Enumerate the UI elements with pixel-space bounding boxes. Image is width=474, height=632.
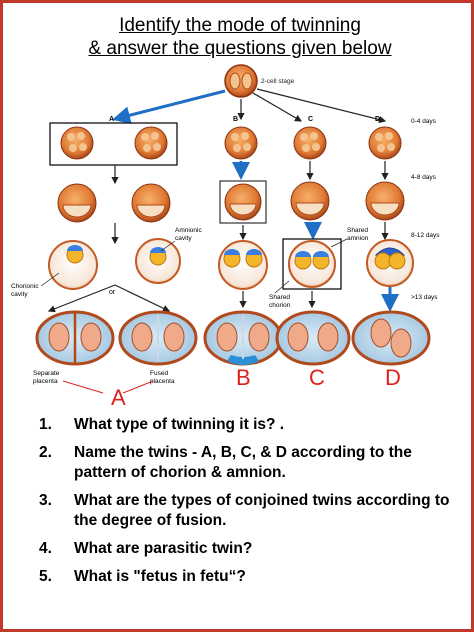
arrow-to-c — [252, 92, 303, 122]
title-line-1: Identify the mode of twinning — [119, 15, 361, 36]
question-item: 5. What is "fetus in fetu“? — [39, 567, 459, 587]
sac-b — [218, 240, 268, 290]
box-blastocyst-b — [219, 180, 267, 224]
leader-red-right — [122, 380, 154, 394]
womb-b — [203, 310, 283, 366]
morula-c — [293, 126, 327, 160]
box-pathway-a-separation — [49, 122, 178, 166]
question-number: 2. — [39, 444, 52, 461]
question-number: 5. — [39, 568, 52, 585]
path-letter-c: C — [308, 116, 313, 123]
big-letter-d: D — [385, 365, 401, 390]
label-fused-2: placenta — [150, 378, 175, 385]
question-item: 4. What are parasitic twin? — [39, 539, 459, 559]
leader-red-left — [62, 380, 104, 394]
womb-a-fused — [118, 310, 198, 366]
leader-shared-amnion — [330, 238, 348, 248]
path-letter-d: D — [375, 116, 380, 123]
label-shared-amnion-1: Shared — [347, 227, 368, 234]
label-4-8-days: 4-8 days — [411, 174, 437, 181]
question-text: Name the twins - A, B, C, & D according … — [74, 444, 412, 481]
label-0-4-days: 0-4 days — [411, 118, 437, 125]
blastocyst-a-right — [131, 183, 171, 223]
label-fused-1: Fused — [150, 370, 168, 377]
arrow-or-left — [47, 284, 116, 313]
blastocyst-d — [365, 181, 405, 221]
label-shared-chorion-1: Shared — [269, 294, 290, 301]
path-letter-b: B — [233, 116, 238, 123]
label-separate-1: Separate — [33, 370, 60, 377]
blastocyst-a-left — [57, 183, 97, 223]
label-amnionic-2: cavity — [175, 235, 192, 242]
question-item: 1. What type of twinning it is? . — [39, 415, 459, 435]
question-text: What are parasitic twin? — [74, 540, 253, 557]
blastocyst-b — [224, 183, 262, 221]
question-number: 3. — [39, 492, 52, 509]
label-chorionic-1: Chorionic — [11, 283, 39, 290]
question-item: 3. What are the types of conjoined twins… — [39, 491, 459, 531]
title-line-2: & answer the questions given below — [88, 38, 392, 59]
womb-c — [275, 310, 351, 366]
arrow-or-right — [114, 284, 171, 312]
box-sac-c — [282, 238, 342, 290]
twinning-diagram: 2-cell stage A B C D 0-4 days 4-8 days 8… — [11, 64, 440, 410]
morula-a-right — [134, 126, 168, 160]
label-13-days: >13 days — [411, 294, 438, 301]
sac-a-left — [48, 240, 98, 290]
big-letter-b: B — [236, 365, 251, 390]
label-2-cell-stage: 2-cell stage — [261, 78, 295, 85]
arrow-to-a — [112, 89, 226, 125]
question-number: 1. — [39, 416, 52, 433]
morula-a-left — [60, 126, 94, 160]
question-text: What is "fetus in fetu“? — [74, 568, 246, 585]
label-shared-chorion-2: chorion — [269, 302, 291, 309]
sac-c — [288, 240, 336, 288]
question-number: 4. — [39, 540, 52, 557]
question-text: What type of twinning it is? . — [74, 416, 285, 433]
leader-chorionic — [40, 272, 60, 287]
label-or: or — [109, 289, 116, 296]
morula-d — [368, 126, 402, 160]
label-amnionic-1: Amnionic — [175, 227, 202, 234]
label-8-12-days: 8-12 days — [411, 232, 440, 239]
label-chorionic-2: cavity — [11, 291, 28, 298]
two-cell-stage-embryo — [224, 64, 258, 98]
leader-shared-chorion — [274, 280, 290, 294]
question-text: What are the types of conjoined twins ac… — [74, 492, 450, 529]
big-letter-c: C — [309, 365, 325, 390]
label-separate-2: placenta — [33, 378, 58, 385]
leader-amnionic — [160, 240, 176, 252]
womb-a-separate — [35, 310, 115, 366]
sac-a-right — [135, 238, 181, 284]
questions-list: 1. What type of twinning it is? . 2. Nam… — [39, 415, 459, 595]
womb-d — [351, 310, 431, 366]
sac-d — [366, 239, 414, 287]
path-letter-a: A — [109, 116, 114, 123]
arrow-to-d — [256, 88, 387, 124]
morula-b — [224, 126, 258, 160]
label-shared-amnion-2: amnion — [347, 235, 369, 242]
big-letter-a: A — [111, 385, 126, 410]
question-item: 2. Name the twins - A, B, C, & D accordi… — [39, 443, 459, 483]
blastocyst-c — [290, 181, 330, 221]
